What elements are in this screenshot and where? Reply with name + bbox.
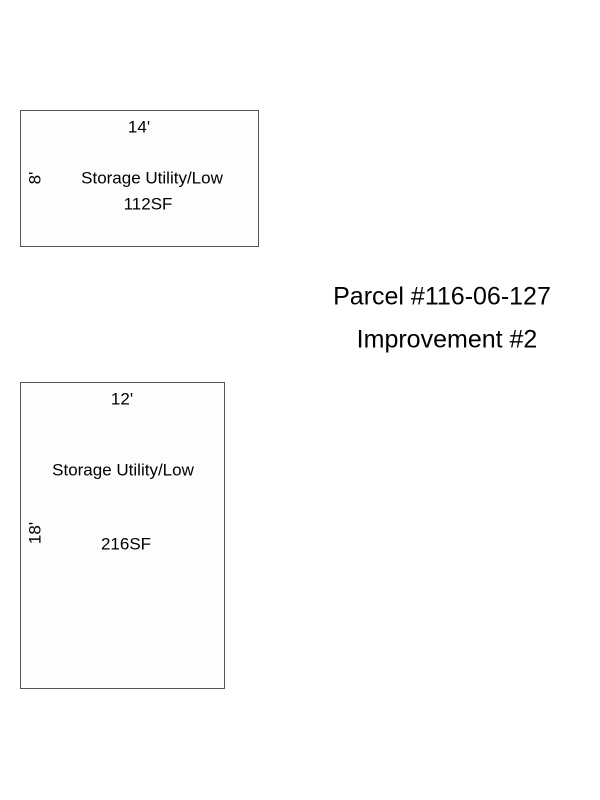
structure-1-area-label: 112SF bbox=[123, 194, 173, 214]
structure-2-width-label: 12' bbox=[110, 389, 134, 409]
structure-1-use-label: Storage Utility/Low bbox=[81, 168, 223, 188]
structure-1-width-label: 14' bbox=[127, 117, 151, 137]
structure-2-outline bbox=[20, 382, 225, 689]
parcel-number: Parcel #116-06-127 bbox=[333, 282, 551, 311]
structure-2-area-label: 216SF bbox=[100, 534, 152, 554]
improvement-number: Improvement #2 bbox=[356, 325, 538, 354]
structure-1-outline bbox=[20, 110, 259, 247]
structure-2-use-label: Storage Utility/Low bbox=[52, 460, 194, 480]
structure-2-depth-label: 18' bbox=[25, 521, 45, 545]
structure-1-depth-label: 8' bbox=[25, 171, 45, 185]
